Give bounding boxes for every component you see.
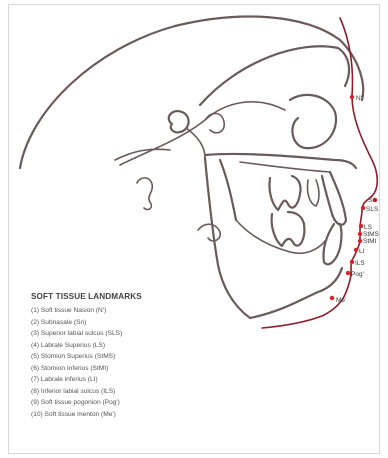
landmark-dot-pog: [346, 271, 350, 275]
legend-item-6: (6) Stomion Inferius (StMI): [31, 363, 142, 375]
condyle-outline: [169, 111, 189, 132]
landmark-label-li: LI: [359, 248, 365, 255]
landmark-label-stms: StMS: [363, 231, 380, 238]
orbit-outline: [290, 95, 336, 148]
legend-item-2: (2) Subnasale (Sn): [31, 317, 142, 329]
landmark-dot-stms: [358, 232, 362, 236]
incisor-upper: [322, 172, 346, 225]
legend-item-5: (5) Stomion Superius (StMS): [31, 351, 142, 363]
landmark-dot-ils: [350, 260, 354, 264]
landmark-dot-li: [354, 248, 358, 252]
landmark-dot-stmi: [358, 239, 362, 243]
upper-molar: [269, 176, 300, 210]
legend-item-3: (3) Superior labial sulcus (SLS): [31, 328, 142, 340]
mastoid-process: [137, 178, 152, 210]
landmark-dot-ls: [359, 224, 363, 228]
mandible-inner: [236, 220, 326, 253]
landmark-legend: SOFT TISSUE LANDMARKS (1) Soft tissue Na…: [31, 292, 142, 420]
landmark-dot-n: [350, 95, 354, 99]
maxilla-lower: [240, 162, 330, 172]
landmark-label-n: N': [356, 95, 362, 102]
landmark-label-ls: LS: [364, 224, 373, 231]
frontal-inner-curve: [200, 46, 349, 105]
palatal-plane: [205, 154, 356, 168]
landmark-label-pog: Pog': [351, 271, 364, 278]
legend-item-1: (1) Soft tissue Nasion (N'): [31, 305, 142, 317]
landmark-label-sls: SLS: [366, 206, 379, 213]
legend-item-9: (9) Soft tissue pogonion (Pog'): [31, 397, 142, 409]
legend-item-7: (7) Labrale inferius (LI): [31, 374, 142, 386]
landmark-label-stmi: StMI: [363, 238, 377, 245]
incisor-lower: [323, 224, 341, 264]
ramus-anterior: [220, 160, 236, 220]
sella-curve: [205, 113, 224, 132]
legend-item-4: (4) Labrale Superius (LS): [31, 340, 142, 352]
hyoid-bone: [198, 224, 220, 241]
legend-title: SOFT TISSUE LANDMARKS: [31, 292, 142, 301]
mandible-body: [250, 268, 342, 318]
legend-item-10: (10) Soft tissue menton (Me'): [31, 409, 142, 421]
soft-tissue-profile: [262, 18, 377, 328]
cranium-outline: [20, 17, 363, 168]
landmark-label-sn: Sn: [368, 197, 376, 204]
legend-list: (1) Soft tissue Nasion (N') (2) Subnasal…: [31, 305, 142, 420]
lower-molar: [272, 212, 305, 246]
landmark-dot-sls: [361, 206, 365, 210]
landmark-dot-me: [330, 296, 334, 300]
landmark-label-ils: ILS: [355, 260, 365, 267]
legend-item-8: (8) Inferior labial sulcus (ILS): [31, 386, 142, 398]
condyle-neck: [186, 128, 205, 158]
landmark-label-me: Me': [336, 297, 346, 304]
premolar: [307, 180, 319, 206]
